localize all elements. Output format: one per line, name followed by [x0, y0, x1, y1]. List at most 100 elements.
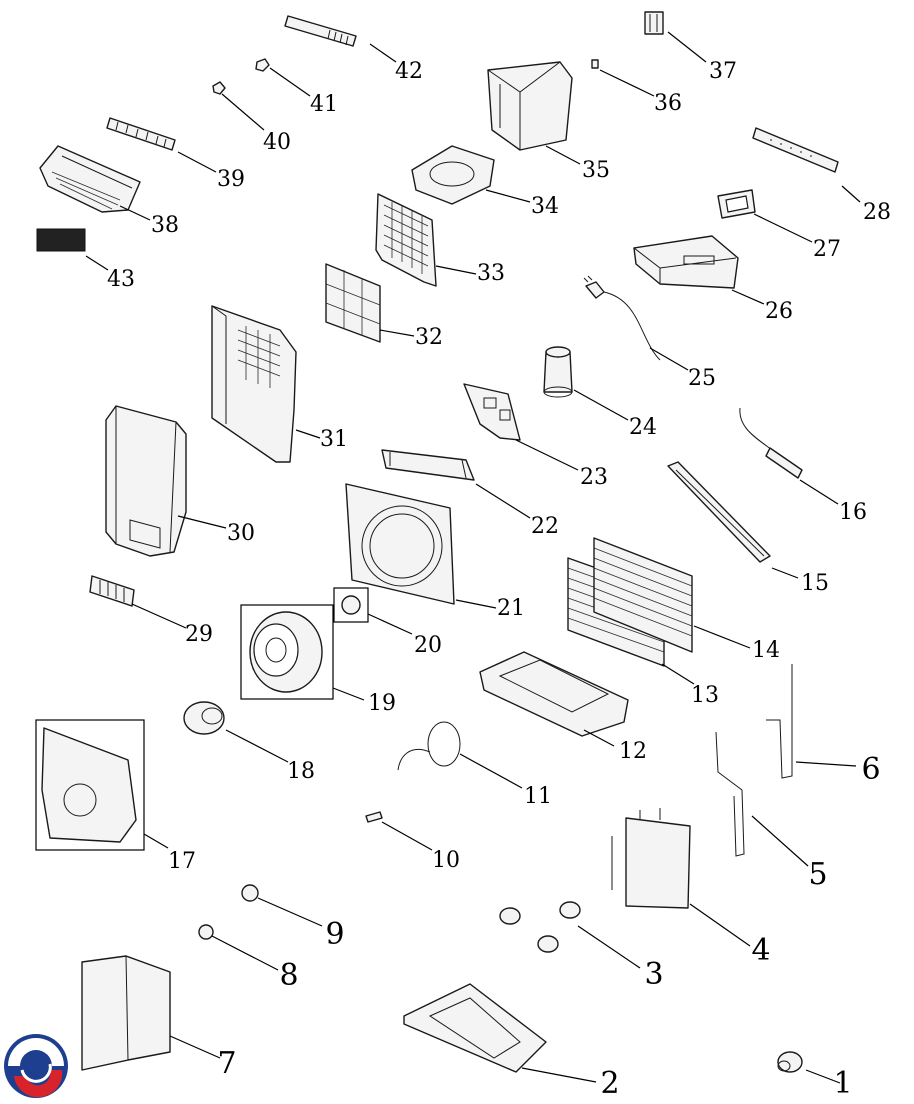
callout-40: 40: [263, 130, 291, 155]
leader-line-42: [369, 43, 397, 63]
callout-15: 15: [801, 571, 829, 596]
part-2-base: [403, 983, 547, 1073]
leader-line-41: [269, 67, 311, 97]
leader-line-16: [799, 479, 839, 505]
leader-line-20: [367, 613, 413, 635]
leader-line-17: [143, 833, 169, 849]
part-41-cap: [255, 58, 270, 72]
part-12-base-tray: [479, 651, 629, 737]
leader-line-37: [667, 31, 707, 63]
leader-line-28: [841, 185, 861, 203]
callout-25: 25: [688, 366, 716, 391]
callout-8: 8: [279, 958, 298, 993]
leader-line-22: [475, 483, 531, 519]
part-16-sensor: [739, 407, 803, 479]
part-18-motor: [183, 701, 225, 735]
callout-16: 16: [839, 500, 867, 525]
part-29-connector: [89, 575, 135, 607]
callout-42: 42: [395, 59, 423, 84]
leader-line-36: [599, 69, 655, 97]
callout-9: 9: [325, 917, 344, 952]
part-32-filter: [325, 263, 381, 343]
callout-3: 3: [644, 957, 663, 992]
part-23-pcb: [463, 383, 521, 441]
leader-line-26: [731, 289, 765, 305]
part-7-side-bracket: [81, 955, 171, 1071]
leader-line-24: [573, 389, 629, 421]
part-35-water-tank: [487, 61, 573, 151]
leader-line-10: [381, 821, 433, 851]
leader-line-43: [85, 255, 109, 271]
leader-line-29: [131, 603, 187, 629]
leader-line-31: [295, 429, 321, 439]
part-20-bushing: [341, 595, 361, 615]
leader-line-32: [379, 329, 415, 337]
part-19-blower-wheel: [249, 611, 323, 693]
callout-37: 37: [709, 59, 737, 84]
leader-line-27: [753, 213, 813, 243]
callout-1: 1: [833, 1066, 852, 1101]
part-28-display-board: [752, 127, 839, 173]
leader-line-19: [332, 687, 365, 701]
part-39-strip: [106, 117, 176, 151]
leader-line-23: [515, 439, 579, 471]
part-14-condenser: [593, 537, 693, 653]
callout-7: 7: [217, 1046, 236, 1081]
leader-line-11: [459, 753, 523, 789]
part-20-frame: [333, 587, 369, 623]
part-6-pipe: [766, 664, 793, 779]
callout-24: 24: [629, 415, 657, 440]
part-22-bracket: [381, 449, 475, 481]
part-11-tube: [397, 721, 461, 771]
callout-23: 23: [580, 465, 608, 490]
part-21-fan-shroud: [345, 483, 455, 605]
leader-line-9: [257, 897, 323, 927]
leader-line-38: [119, 205, 151, 221]
part-5-pipe: [715, 731, 745, 857]
callout-18: 18: [287, 759, 315, 784]
leader-line-25: [649, 347, 689, 371]
callout-36: 36: [654, 91, 682, 116]
leader-line-5: [751, 815, 809, 867]
part-9-grommet: [241, 884, 259, 902]
part-30-front-panel: [105, 405, 187, 557]
leader-line-34: [485, 189, 531, 203]
leader-line-15: [771, 567, 799, 579]
callout-4: 4: [751, 933, 770, 968]
part-24-capacitor: [543, 346, 573, 398]
brand-logo: [4, 1034, 68, 1098]
leader-line-40: [221, 93, 265, 131]
part-17-blower-housing: [41, 727, 137, 843]
leader-line-6: [795, 761, 857, 767]
leader-line-3: [577, 925, 641, 969]
part-8-grommet: [198, 924, 214, 940]
part-25-power-cord: [583, 275, 661, 361]
callout-30: 30: [227, 521, 255, 546]
leader-line-39: [177, 151, 217, 173]
callout-2: 2: [600, 1066, 619, 1101]
part-43-label: [36, 228, 86, 252]
leader-line-1: [805, 1069, 841, 1084]
part-17-frame: [35, 719, 145, 851]
callout-35: 35: [582, 158, 610, 183]
callout-38: 38: [151, 213, 179, 238]
callout-27: 27: [813, 237, 841, 262]
part-38-louver-panel: [39, 145, 141, 213]
callout-31: 31: [320, 427, 348, 452]
callout-33: 33: [477, 261, 505, 286]
part-10-screw: [365, 811, 383, 823]
leader-line-4: [689, 903, 751, 947]
leader-line-7: [169, 1035, 221, 1059]
part-19-frame: [240, 604, 334, 700]
part-37-clip: [644, 11, 664, 35]
leader-line-14: [693, 625, 751, 649]
callout-43: 43: [107, 267, 135, 292]
part-15-bar: [667, 461, 771, 563]
leader-line-2: [521, 1067, 597, 1083]
callout-41: 41: [310, 92, 338, 117]
callout-22: 22: [531, 514, 559, 539]
callout-19: 19: [368, 691, 396, 716]
part-31-rear-panel: [211, 305, 297, 463]
part-3-rubber-feet: [499, 901, 581, 953]
